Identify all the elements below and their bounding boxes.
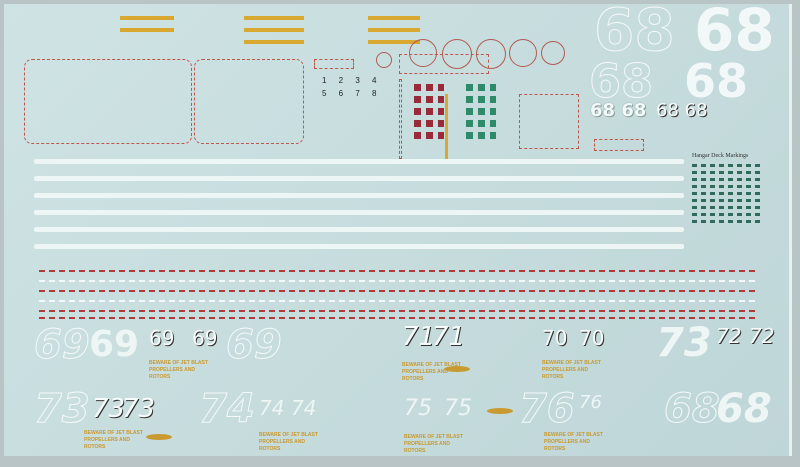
- wings-insignia: [487, 408, 513, 414]
- decal-sheet: 1 2 3 4 5 6 7 8 68 68 68 68 68 68 68 68 …: [4, 0, 792, 456]
- circle-marking: [376, 52, 392, 68]
- number-69: 69: [226, 322, 283, 369]
- green-square-markings: [466, 84, 496, 139]
- wings-insignia: [146, 434, 172, 440]
- number-70: 70: [542, 326, 568, 350]
- outline-box: [314, 59, 354, 69]
- deck-outline: [194, 59, 304, 144]
- gold-stripe: [120, 28, 174, 32]
- number-76: 76: [519, 386, 576, 433]
- number-70: 70: [579, 326, 605, 350]
- gold-stripe: [445, 94, 448, 164]
- red-dash-line: [39, 310, 759, 312]
- white-stripe: [34, 176, 684, 181]
- number-75: 75: [404, 396, 432, 421]
- number-69: 69: [149, 326, 175, 350]
- number-68: 68: [664, 386, 721, 433]
- hangar-deck-title: Hangar Deck Markings: [692, 153, 749, 159]
- number-68: 68: [716, 386, 772, 432]
- warning-decal: BEWARE OF JET BLAST PROPELLERS AND ROTOR…: [259, 432, 318, 452]
- circle-marking: [541, 41, 565, 65]
- white-stripe: [34, 193, 684, 198]
- number-76: 76: [579, 392, 602, 413]
- number-68-large: 68: [684, 54, 749, 108]
- number-72: 72: [749, 324, 775, 348]
- gold-stripe: [368, 40, 420, 44]
- number-71: 71: [432, 322, 466, 352]
- wings-insignia: [444, 366, 470, 372]
- circle-marking: [442, 39, 472, 69]
- warning-decal: BEWARE OF JET BLAST PROPELLERS AND ROTOR…: [542, 360, 601, 380]
- number-75: 75: [444, 396, 472, 421]
- outline-box: [519, 94, 579, 149]
- white-stripe: [34, 227, 684, 232]
- number-74: 74: [199, 386, 256, 433]
- red-dash-line: [39, 270, 759, 272]
- white-dash-line: [39, 300, 759, 302]
- warning-decal: BEWARE OF JET BLAST PROPELLERS AND ROTOR…: [402, 362, 461, 382]
- number-73: 73: [92, 394, 126, 424]
- gold-stripe: [244, 28, 304, 32]
- number-68-large: 68: [594, 0, 676, 65]
- number-68-large: 68: [694, 0, 775, 64]
- number-68-large: 68: [588, 54, 654, 109]
- number-71: 71: [402, 322, 436, 352]
- white-stripe: [34, 210, 684, 215]
- deck-outline: [24, 59, 192, 144]
- gold-stripe: [120, 16, 174, 20]
- outline-box: [594, 139, 644, 151]
- number-69: 69: [34, 322, 91, 369]
- gold-stripe: [368, 16, 420, 20]
- number-73: 73: [656, 320, 712, 366]
- circle-marking: [476, 39, 506, 69]
- number-68-pair: 68 68: [590, 100, 647, 121]
- gold-stripe: [244, 40, 304, 44]
- number-68-pair: 68 68: [656, 100, 708, 121]
- circle-marking: [509, 39, 537, 67]
- outline-line: [399, 79, 402, 159]
- number-74: 74: [291, 396, 317, 420]
- red-dash-line: [39, 290, 759, 292]
- red-square-markings: [414, 84, 444, 139]
- warning-decal: BEWARE OF JET BLAST PROPELLERS AND ROTOR…: [404, 434, 463, 454]
- number-69: 69: [89, 324, 140, 365]
- number-72: 72: [716, 324, 742, 348]
- digits-row: 5 6 7 8: [322, 89, 382, 98]
- number-73: 73: [34, 386, 91, 433]
- number-73: 73: [122, 394, 156, 424]
- warning-decal: BEWARE OF JET BLAST PROPELLERS AND ROTOR…: [84, 430, 143, 450]
- gold-stripe: [244, 16, 304, 20]
- warning-decal: BEWARE OF JET BLAST PROPELLERS AND ROTOR…: [544, 432, 603, 452]
- number-69: 69: [192, 326, 218, 350]
- gold-stripe: [368, 28, 420, 32]
- white-stripe: [34, 244, 684, 249]
- digits-row: 1 2 3 4: [322, 76, 382, 85]
- hangar-deck-markings: [692, 164, 764, 224]
- circle-marking: [409, 39, 437, 67]
- red-dash-line: [39, 317, 759, 319]
- white-dash-line: [39, 280, 759, 282]
- white-stripe: [34, 159, 684, 164]
- warning-decal: BEWARE OF JET BLAST PROPELLERS AND ROTOR…: [149, 360, 208, 380]
- number-74: 74: [259, 396, 285, 420]
